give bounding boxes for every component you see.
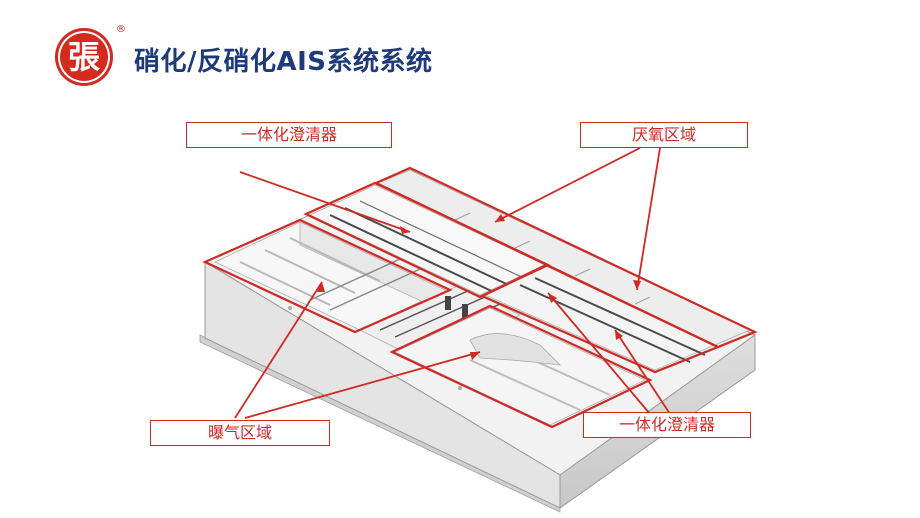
upper-pipe	[329, 214, 501, 296]
upper-pipe	[344, 207, 516, 289]
pointer-lines	[234, 147, 671, 419]
arrowhead	[633, 280, 641, 290]
wall-bolt	[458, 386, 462, 390]
equipment-pipe	[394, 296, 486, 338]
pointer-aeration-2	[244, 351, 481, 419]
lower-basin-beam	[469, 359, 581, 411]
upper-pipe	[359, 200, 531, 282]
pointer-clarifier-bottom-2	[614, 329, 671, 415]
header: 張 ® 硝化/反硝化AIS系统系统	[0, 0, 920, 100]
pointer-anaerobic-2	[636, 147, 661, 291]
pointer-anaerobic-1	[494, 147, 641, 223]
aeration-beam	[289, 237, 381, 282]
pointer-clarifier-top	[239, 171, 411, 233]
arrowhead	[400, 226, 410, 234]
pointer-aeration-1	[234, 281, 323, 419]
registered-mark: ®	[116, 24, 126, 35]
equipment-valve	[462, 304, 468, 318]
logo-circle-icon	[55, 28, 113, 86]
anaerobic-divider	[454, 212, 471, 221]
lower-clarifier-region-outline	[389, 304, 653, 429]
wall-bolt	[288, 306, 292, 310]
arrowhead	[495, 214, 505, 222]
right-pipe	[534, 277, 706, 356]
arrowhead	[317, 282, 325, 292]
equipment-pipe	[379, 289, 471, 331]
label-aeration: 曝气区域	[150, 420, 330, 446]
arrowhead	[470, 352, 480, 360]
anaerobic-divider	[634, 296, 651, 305]
label-clarifier-bottom: 一体化澄清器	[583, 412, 751, 438]
label-clarifier-top: 一体化澄清器	[186, 122, 392, 148]
arrowhead	[548, 293, 557, 303]
arrowhead	[615, 330, 623, 340]
company-logo: 張 ®	[55, 24, 126, 90]
equipment-valve	[445, 296, 451, 310]
pointer-arrowheads	[317, 214, 641, 360]
right-clarifier-region-outline	[479, 263, 721, 374]
logo-character: 張	[67, 38, 100, 76]
right-pipe	[519, 284, 691, 363]
page-title: 硝化/反硝化AIS系统系统	[134, 47, 433, 77]
anaerobic-divider	[514, 240, 531, 249]
lower-basin-hopper	[469, 333, 562, 366]
pointer-clarifier-bottom-1	[547, 292, 651, 415]
anaerobic-divider	[574, 268, 591, 277]
label-anaerobic: 厌氧区域	[580, 122, 748, 148]
